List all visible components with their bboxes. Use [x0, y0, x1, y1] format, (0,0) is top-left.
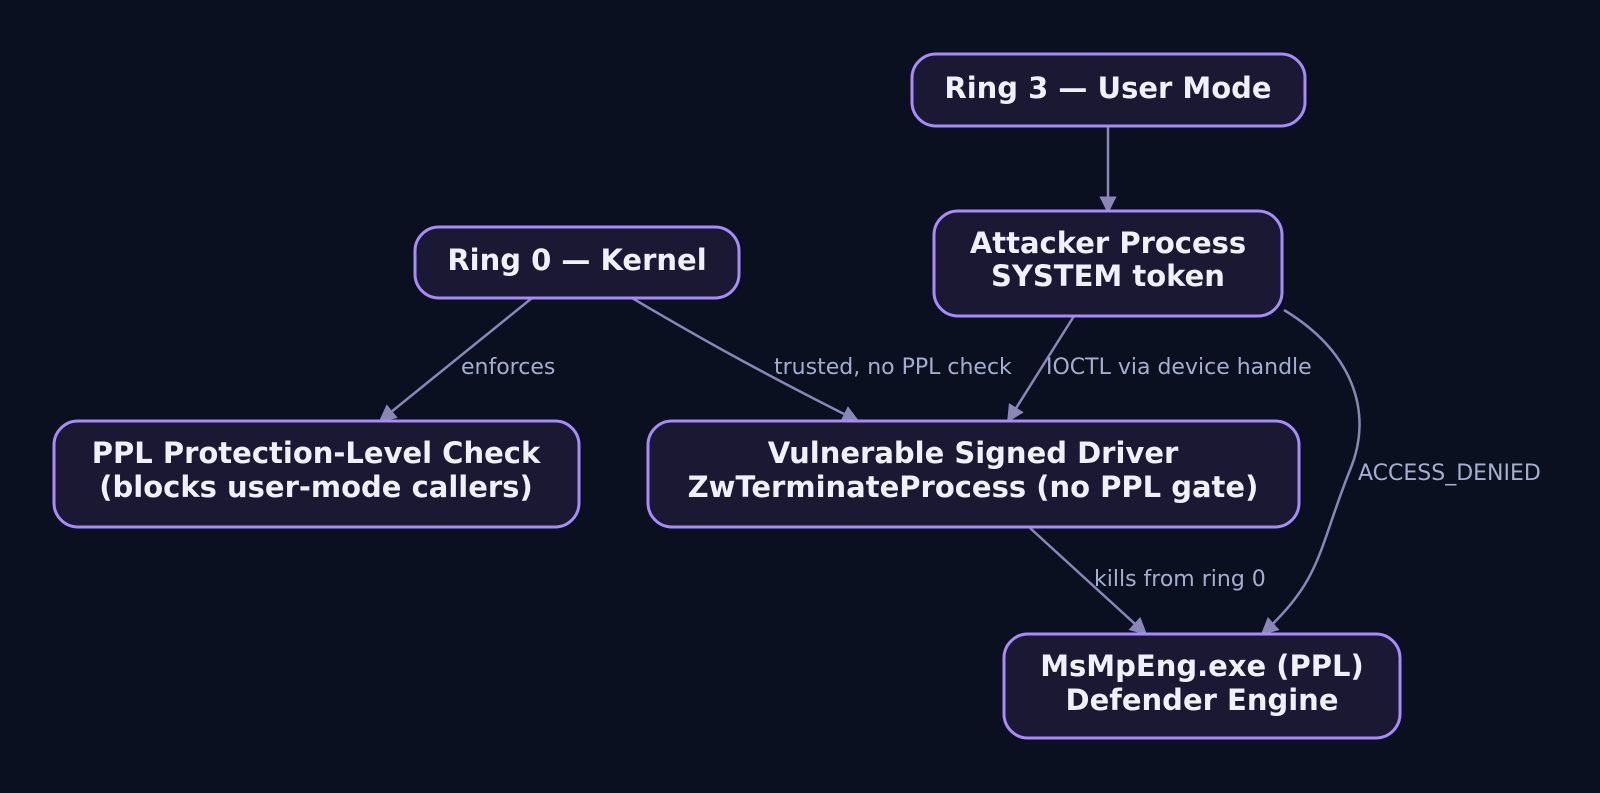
node-label: Ring 3 — User Mode	[944, 71, 1271, 105]
node-label: Ring 0 — Kernel	[447, 243, 706, 277]
node-label-line-2: (blocks user-mode callers)	[99, 470, 532, 504]
node-vulnerable-signed-driver: Vulnerable Signed Driver ZwTerminateProc…	[646, 419, 1301, 529]
node-box	[646, 419, 1301, 529]
edge-label-access-denied: ACCESS_DENIED	[1358, 461, 1541, 486]
node-box	[1002, 632, 1402, 740]
node-box	[413, 225, 741, 300]
edge-label-ioctl-via-device-handle: IOCTL via device handle	[1046, 355, 1312, 380]
edge-label-enforces: enforces	[461, 355, 555, 380]
node-msmpeng-defender-engine: MsMpEng.exe (PPL) Defender Engine	[1002, 632, 1402, 740]
edge-label-trusted-no-ppl-check: trusted, no PPL check	[774, 355, 1012, 380]
edge-ring0-to-driver	[631, 296, 860, 423]
node-ring3-user-mode: Ring 3 — User Mode	[910, 52, 1307, 128]
node-box	[52, 419, 581, 529]
node-label-line-1: Vulnerable Signed Driver	[768, 436, 1179, 470]
edge-attacker-to-msmpeng	[1260, 308, 1361, 636]
nodes-layer: Ring 3 — User Mode Attacker Process SYST…	[52, 52, 1402, 740]
edge-driver-to-msmpeng	[1029, 527, 1148, 636]
node-label-line-2: SYSTEM token	[991, 259, 1225, 293]
node-label-line-1: PPL Protection-Level Check	[92, 436, 541, 470]
edge-label-kills-from-ring-0: kills from ring 0	[1094, 567, 1266, 592]
edge-ring0-to-ppl-check	[378, 297, 533, 423]
node-box	[932, 209, 1284, 318]
node-label-line-2: Defender Engine	[1066, 683, 1339, 717]
edge-labels-layer: enforces trusted, no PPL check IOCTL via…	[461, 355, 1541, 592]
node-attacker-process: Attacker Process SYSTEM token	[932, 209, 1284, 318]
edge-attacker-to-driver	[1006, 315, 1076, 423]
node-ppl-protection-level-check: PPL Protection-Level Check (blocks user-…	[52, 419, 581, 529]
edges-layer	[378, 126, 1361, 636]
node-ring0-kernel: Ring 0 — Kernel	[413, 225, 741, 300]
node-label-line-2: ZwTerminateProcess (no PPL gate)	[688, 470, 1259, 504]
node-label-line-1: Attacker Process	[970, 226, 1246, 260]
node-box	[910, 52, 1307, 128]
node-label-line-1: MsMpEng.exe (PPL)	[1040, 649, 1364, 683]
